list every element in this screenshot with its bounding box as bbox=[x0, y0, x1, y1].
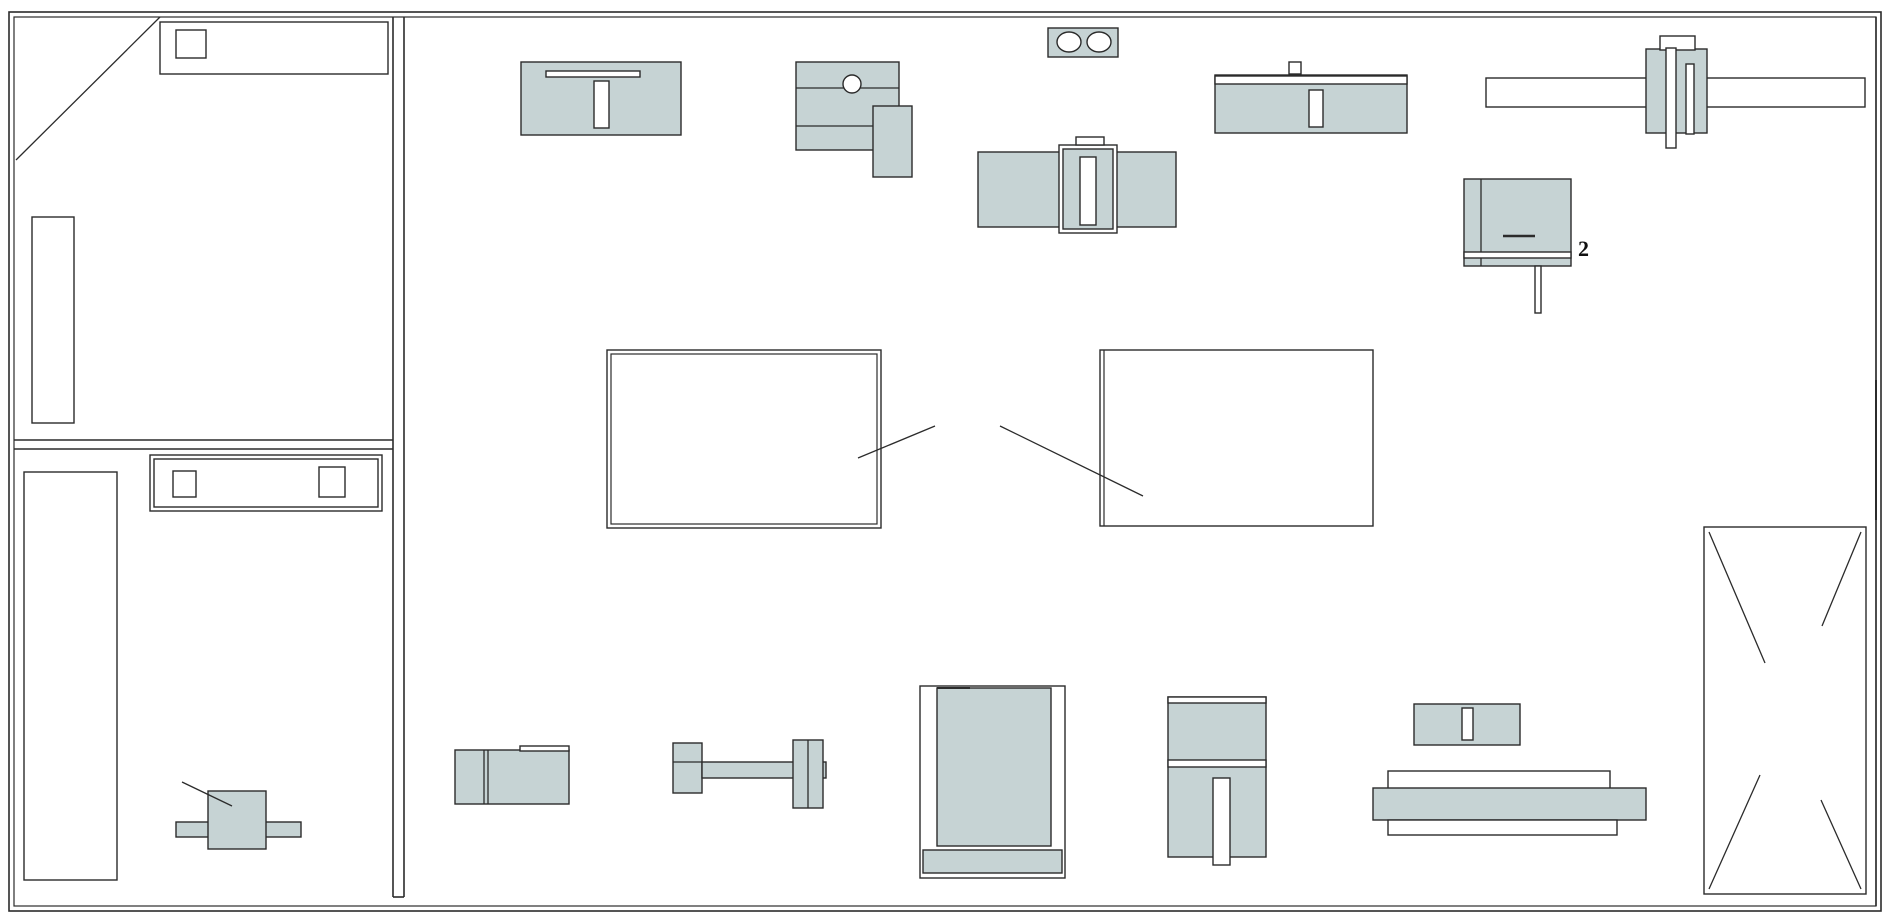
machine-k-upper-bed bbox=[1387, 770, 1611, 791]
machine-g-top bbox=[519, 745, 570, 752]
machine-f-rail bbox=[1463, 251, 1572, 259]
small-machine-leader bbox=[181, 781, 233, 807]
machine-g bbox=[454, 749, 570, 805]
main-hall-top-row: 2 bbox=[520, 27, 1866, 314]
storage-cross-3 bbox=[1708, 774, 1761, 890]
lower-side-room bbox=[23, 454, 383, 881]
basin-left bbox=[1056, 31, 1082, 53]
machine-d-head bbox=[1288, 61, 1302, 75]
machine-c-slot bbox=[1079, 156, 1097, 226]
machine-b-unit bbox=[872, 105, 913, 178]
leader-line-right bbox=[999, 425, 1144, 497]
machine-i bbox=[936, 687, 1052, 847]
counter-box-left bbox=[172, 470, 197, 498]
upper-side-room bbox=[31, 21, 389, 424]
main-hall-bottom-row bbox=[454, 685, 1647, 879]
machine-e-guide bbox=[1685, 63, 1695, 135]
outer-wall bbox=[8, 11, 1882, 912]
machine-j-rail bbox=[1167, 759, 1267, 768]
long-storage-rack bbox=[23, 471, 118, 881]
machine-b-spindle bbox=[842, 74, 862, 94]
machine-c-head bbox=[1075, 136, 1105, 146]
main-hall-centre bbox=[606, 349, 1374, 529]
storage-cross-4 bbox=[1820, 799, 1862, 890]
machine-j-top-rail bbox=[1167, 696, 1267, 704]
storage-cross-1 bbox=[1708, 531, 1766, 664]
leader-line-left bbox=[857, 425, 936, 459]
small-machine bbox=[207, 790, 267, 850]
machine-k-lower-bed bbox=[1387, 819, 1618, 836]
machine-i-base bbox=[922, 849, 1063, 874]
machine-k-bed bbox=[1372, 787, 1647, 821]
storage-bay bbox=[1703, 526, 1867, 895]
machine-label-2: 2 bbox=[1578, 236, 1589, 261]
assembly-table-left-inner bbox=[610, 353, 878, 525]
side-shelf bbox=[31, 216, 75, 424]
machine-j-slot bbox=[1212, 777, 1231, 866]
assembly-table-right bbox=[1099, 349, 1374, 527]
machine-j bbox=[1167, 696, 1267, 858]
assembly-table-left bbox=[606, 349, 882, 529]
machine-h-left bbox=[672, 742, 703, 794]
storage-cross-2 bbox=[1821, 531, 1862, 627]
desk-cabinet bbox=[175, 29, 207, 59]
machine-d-slot bbox=[1308, 89, 1324, 128]
machine-k-slot bbox=[1461, 707, 1474, 741]
storage-area bbox=[1703, 380, 1877, 895]
machine-a-rail bbox=[545, 70, 641, 78]
machine-e-column bbox=[1665, 47, 1677, 149]
basin-right bbox=[1086, 31, 1112, 53]
machine-f-arm bbox=[1534, 265, 1542, 314]
counter-box-right bbox=[318, 466, 346, 498]
corner-diagonal-wall bbox=[15, 16, 161, 161]
machine-e-head bbox=[1659, 35, 1696, 51]
machine-a-slot bbox=[593, 80, 610, 129]
machine-d-rail bbox=[1214, 75, 1408, 85]
